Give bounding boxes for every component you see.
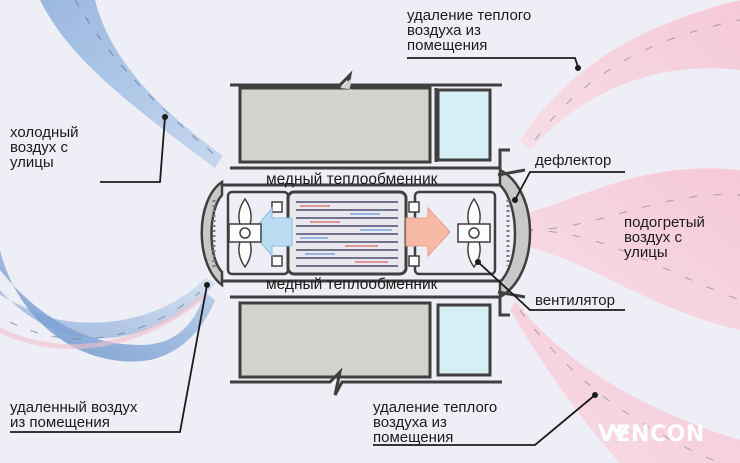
- cold-air-stream-bottom: [0, 250, 215, 362]
- fan-right-icon: [457, 197, 491, 269]
- leader-lines: [10, 57, 625, 446]
- warm-supply-arrow: [405, 206, 451, 258]
- wall-top: [230, 70, 510, 170]
- copper-tubes: [296, 201, 398, 267]
- brand-logo: VENCON: [598, 422, 705, 447]
- label-warm-exhaust-top: удаление теплого воздуха из помещения: [407, 7, 532, 54]
- cold-air-stream-top: [40, 0, 224, 168]
- label-cold-air-outside: холодный воздух с улицы: [10, 124, 79, 171]
- warm-air-stream-right: [520, 168, 740, 330]
- warm-air-stream-top: [520, 0, 740, 150]
- label-removed-air: удаленный воздух из помещения: [10, 399, 138, 431]
- wall-bottom: [230, 295, 510, 396]
- label-deflector: дефлектор: [535, 152, 612, 169]
- deflector-right: [497, 167, 532, 300]
- label-copper-exchanger-bottom: медный теплообменник: [266, 276, 438, 293]
- vencon-logo-icon: [610, 423, 630, 441]
- cold-intake-arrow: [251, 206, 293, 258]
- label-heated-air: подогретый воздух с улицы: [624, 214, 705, 261]
- warm-air-stream-bottom: [510, 300, 740, 463]
- fan-left-icon: [228, 197, 262, 269]
- label-copper-exchanger-top: медный теплообменник: [266, 171, 438, 188]
- label-fan: вентилятор: [535, 292, 615, 309]
- label-warm-exhaust-bottom: удаление теплого воздуха из помещения: [373, 399, 498, 446]
